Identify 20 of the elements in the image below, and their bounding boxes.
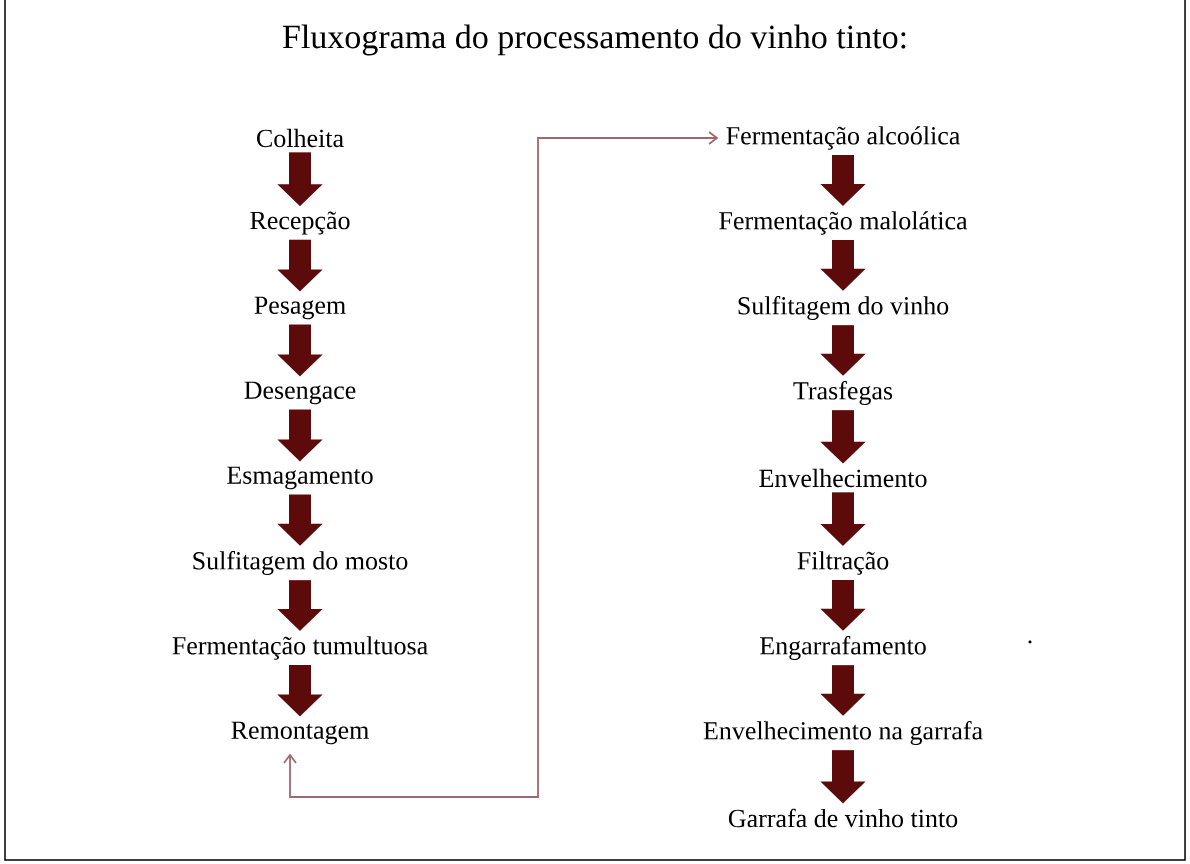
step-label: Fermentação alcoólica — [726, 126, 960, 150]
step-label: Envelhecimento — [759, 468, 927, 488]
step-label: Remontagem — [231, 721, 369, 745]
step-label: Colheita — [257, 128, 344, 148]
step-label: Fermentação malolática — [719, 211, 968, 235]
step-label: Esmagamento — [227, 466, 373, 490]
step-label: Filtração — [797, 551, 889, 575]
step-label: Pesagem — [254, 296, 346, 320]
step-label: Trasfegas — [793, 381, 893, 405]
connector-arrow — [283, 131, 719, 798]
step-label: Engarrafamento — [760, 636, 926, 660]
step-label: Sulfitagem do vinho — [738, 296, 949, 320]
title: Fluxograma do processamento do vinho tinto: — [282, 24, 906, 56]
step-label: Garrafa de vinho tinto — [728, 808, 958, 828]
note: . — [1028, 640, 1032, 644]
step-label: Desengace — [244, 381, 356, 405]
step-label: Recepção — [250, 211, 350, 235]
step-label: Envelhecimento na garrafa — [703, 721, 983, 745]
step-label: Sulfitagem do mosto — [193, 551, 408, 575]
step-label: Fermentação tumultuosa — [172, 636, 428, 660]
